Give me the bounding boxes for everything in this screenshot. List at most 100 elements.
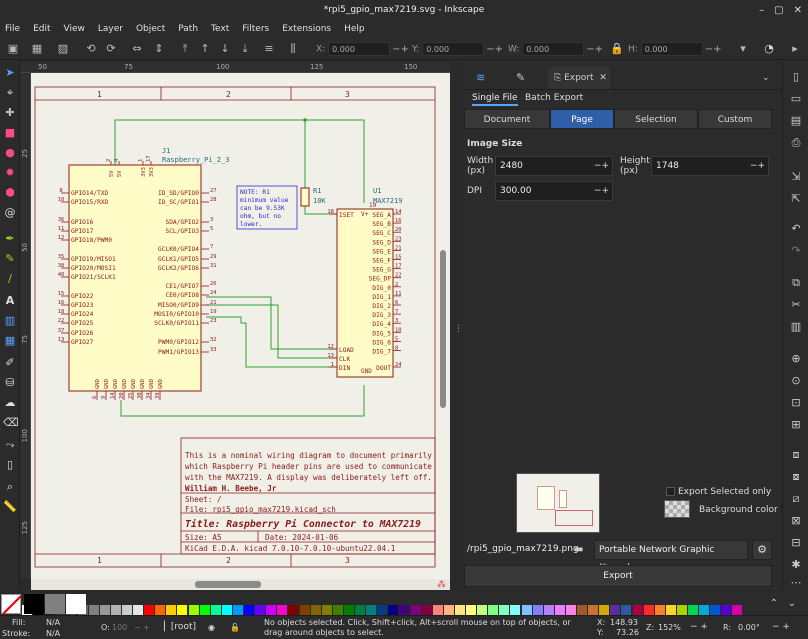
mode-custom[interactable]: Custom — [698, 109, 772, 129]
h-stepper[interactable]: −+ — [704, 43, 722, 55]
group-icon[interactable]: ⊠ — [791, 514, 801, 527]
height-input[interactable]: 1748−+ — [651, 156, 769, 176]
color-swatch[interactable] — [155, 605, 166, 615]
color-swatch[interactable] — [710, 605, 721, 615]
dropdown-icon[interactable]: ▾ — [740, 42, 746, 55]
fill-stroke-icon[interactable]: ✱ — [791, 558, 801, 571]
chevron-down-icon[interactable]: ⌄ — [787, 598, 796, 609]
width-stepper[interactable]: −+ — [593, 161, 609, 171]
height-stepper[interactable]: −+ — [749, 161, 765, 171]
color-swatch[interactable] — [721, 605, 732, 615]
layer-indicator[interactable]: ▏[root] — [164, 622, 196, 632]
y-stepper[interactable]: −+ — [486, 43, 503, 55]
panel-divider[interactable]: ⋮ — [450, 62, 463, 590]
menu-filters[interactable]: Filters — [242, 24, 270, 34]
export-icon[interactable]: ⇱ — [791, 192, 801, 205]
color-swatch[interactable] — [88, 605, 99, 615]
lower-icon[interactable]: ↓ — [220, 42, 230, 55]
mesh-tool-icon[interactable]: ▦ — [4, 334, 16, 347]
select-all-icon[interactable]: ▣ — [7, 42, 19, 55]
lower-to-bottom-icon[interactable]: ⤓ — [242, 42, 248, 55]
dpi-input[interactable]: 300.00−+ — [495, 181, 613, 201]
paint-bucket-icon[interactable]: ⛁ — [5, 376, 15, 389]
color-swatch[interactable] — [110, 605, 121, 615]
y-input[interactable] — [422, 42, 485, 56]
w-stepper[interactable]: −+ — [586, 43, 604, 55]
deselect-icon[interactable]: ▨ — [57, 42, 69, 55]
color-swatch[interactable] — [610, 605, 621, 615]
tweak-tool-icon[interactable]: ✚ — [5, 106, 15, 119]
mode-document[interactable]: Document — [464, 109, 550, 129]
raise-to-top-icon[interactable]: ⤒ — [182, 42, 188, 55]
close-tab-icon[interactable]: ✕ — [599, 73, 607, 83]
star-tool-icon[interactable]: ✹ — [5, 166, 15, 179]
print-icon[interactable]: ⎙ — [791, 136, 801, 149]
x-input[interactable] — [328, 42, 391, 56]
calligraphy-tool-icon[interactable]: ∕ — [8, 272, 12, 285]
new-document-icon[interactable]: ▯ — [792, 70, 800, 83]
mode-page[interactable]: Page — [550, 109, 614, 129]
close-icon[interactable]: ✕ — [793, 4, 802, 16]
color-swatch[interactable] — [133, 605, 143, 615]
color-swatch[interactable] — [388, 605, 399, 615]
color-swatch[interactable] — [688, 605, 698, 615]
fill-value[interactable]: N/A — [46, 618, 61, 627]
more-icon[interactable]: ⋯ — [790, 576, 802, 589]
menu-file[interactable]: File — [5, 24, 21, 34]
node-tool-icon[interactable]: ⌖ — [6, 86, 14, 99]
color-swatch[interactable] — [332, 605, 343, 615]
subtab-single-file[interactable]: Single File — [472, 93, 518, 106]
color-swatch[interactable] — [377, 605, 388, 615]
mode-selection[interactable]: Selection — [614, 109, 698, 129]
menu-layer[interactable]: Layer — [97, 24, 123, 34]
distribute-icon[interactable]: ⫼ — [290, 42, 296, 55]
color-swatch[interactable] — [521, 605, 532, 615]
color-swatch[interactable] — [543, 605, 554, 615]
color-swatch[interactable] — [499, 605, 510, 615]
selector-tool-icon[interactable]: ➤ — [5, 66, 15, 79]
layers-tab-icon[interactable]: ≋ — [476, 71, 486, 84]
dpi-stepper[interactable]: −+ — [593, 186, 609, 196]
color-swatch[interactable] — [577, 605, 587, 615]
color-swatch[interactable] — [232, 605, 243, 615]
color-swatch[interactable] — [510, 605, 521, 615]
color-swatch[interactable] — [654, 605, 665, 615]
clone-icon[interactable]: ⧇ — [792, 470, 800, 483]
open-icon[interactable]: ▭ — [790, 92, 802, 105]
color-swatch[interactable] — [676, 605, 687, 615]
color-swatch[interactable] — [355, 605, 365, 615]
text-tool-icon[interactable]: A — [5, 294, 15, 307]
rotation-stepper[interactable]: − + — [772, 622, 790, 632]
pages-tool-icon[interactable]: ▯ — [6, 458, 14, 471]
unlink-clone-icon[interactable]: ⧄ — [792, 492, 800, 505]
color-swatch[interactable] — [554, 605, 565, 615]
fill-stroke-tab-icon[interactable]: ✎ — [516, 71, 526, 84]
color-swatch[interactable] — [343, 605, 354, 615]
opacity-stepper[interactable]: − + — [134, 623, 150, 632]
color-swatch[interactable] — [643, 605, 654, 615]
menu-view[interactable]: View — [63, 24, 85, 34]
flip-horizontal-icon[interactable]: ⇔ — [132, 42, 142, 55]
color-swatch[interactable] — [699, 605, 710, 615]
color-swatch[interactable] — [299, 605, 310, 615]
ellipse-tool-icon[interactable]: ● — [5, 146, 15, 159]
color-swatch[interactable] — [144, 605, 155, 615]
color-swatch[interactable] — [454, 605, 465, 615]
vertical-scrollbar-thumb[interactable] — [440, 250, 446, 408]
rotate-cw-icon[interactable]: ⟳ — [106, 42, 116, 55]
color-swatch[interactable] — [177, 605, 188, 615]
paste-icon[interactable]: ▥ — [790, 320, 802, 333]
3dbox-tool-icon[interactable]: ⬢ — [5, 186, 15, 199]
gear-icon[interactable]: ⚙ — [752, 540, 772, 560]
color-swatch[interactable] — [399, 605, 410, 615]
zoom-page-icon[interactable]: ⊡ — [791, 396, 801, 409]
color-swatch[interactable] — [532, 605, 543, 615]
copy-icon[interactable]: ⧉ — [792, 276, 800, 289]
format-select[interactable]: Portable Network Graphic (*.png)▾ — [594, 540, 748, 573]
spiral-tool-icon[interactable]: @ — [4, 206, 16, 219]
color-swatch[interactable] — [121, 605, 132, 615]
dropper-tool-icon[interactable]: ✐ — [5, 356, 15, 369]
color-swatch[interactable] — [255, 605, 266, 615]
color-swatch[interactable] — [221, 605, 232, 615]
